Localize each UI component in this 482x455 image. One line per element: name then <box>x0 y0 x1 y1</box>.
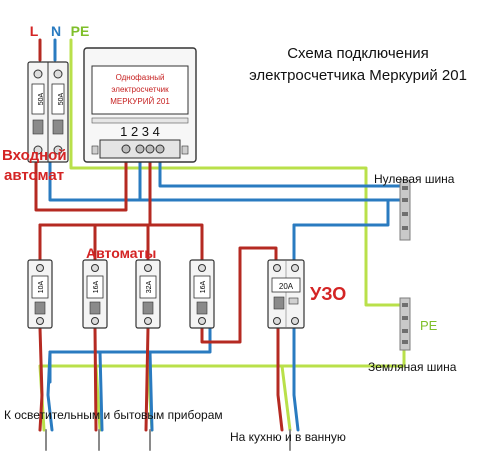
breaker-4-rating: 16A <box>200 280 207 293</box>
l-feeder-3 <box>144 326 150 432</box>
input-breaker-label-line1: Входной <box>2 147 67 164</box>
diagram-title-line1: Схема подключения <box>287 45 429 62</box>
ground-bus-tag: PE <box>420 318 438 333</box>
l-breaker-to-meter <box>34 153 128 212</box>
neutral-wires <box>46 38 406 432</box>
breaker-4: 16A <box>189 259 215 329</box>
n-feeder-3 <box>148 350 154 432</box>
meter-label-line2: электросчетчик <box>111 85 169 94</box>
n-rcd-out <box>292 326 300 432</box>
n-feeder-1 <box>46 350 54 432</box>
wires <box>34 38 406 451</box>
supply-label-l: L <box>30 23 39 39</box>
ground-bus-label: Земляная шина <box>368 360 457 374</box>
pe-collector-wire <box>38 343 406 368</box>
input-breaker: 50A 50A <box>27 61 69 163</box>
n-feeder-2 <box>98 350 104 432</box>
l-to-rcd <box>200 246 278 344</box>
pe-feeder-4 <box>280 364 292 432</box>
breaker-2: 16A <box>82 259 108 329</box>
breaker-1-rating: 10A <box>38 280 45 293</box>
breaker-2-rating: 16A <box>93 280 100 293</box>
n-rcd-bus <box>292 198 390 227</box>
rcd-device: 20A <box>267 259 305 329</box>
breaker-3-rating: 32A <box>146 280 153 293</box>
l-rcd-out <box>276 326 284 432</box>
supply-label-pe: PE <box>71 23 90 39</box>
branch-breakers: 10A 16A 32A 16A <box>27 259 215 329</box>
meter-terminal-numbers: 1 2 3 4 <box>120 124 160 139</box>
input-breaker-label-line2: автомат <box>4 167 64 184</box>
neutral-bus-label: Нулевая шина <box>374 172 455 186</box>
breakers-label: Автоматы <box>86 245 156 261</box>
labels: L N PE Схема подключения электросчетчика… <box>2 23 467 444</box>
breaker-1: 10A <box>27 259 53 329</box>
meter-label-line3: МЕРКУРИЙ 201 <box>110 97 170 106</box>
feeder-cables <box>45 429 291 451</box>
meter-label-line1: Однофазный <box>116 73 165 82</box>
caption-lighting: К осветительным и бытовым приборам <box>4 408 223 422</box>
pe-supply-wire <box>69 38 406 307</box>
phase-wires <box>34 38 284 432</box>
n-breaker-to-meter <box>48 153 142 202</box>
input-breaker-rating-right: 50A <box>58 92 65 105</box>
input-breaker-rating-left: 50A <box>38 92 45 105</box>
rcd-label: УЗО <box>310 284 346 304</box>
ground-bus <box>399 297 411 351</box>
breaker-3: 32A <box>135 259 161 329</box>
caption-kitchen: На кухню и в ванную <box>230 430 346 444</box>
n-meter-out-bus <box>158 153 406 188</box>
n-feeders-bus <box>48 326 212 384</box>
l-feeder-2 <box>93 326 98 432</box>
electricity-meter: Однофазный электросчетчик МЕРКУРИЙ 201 1… <box>83 47 197 163</box>
supply-label-n: N <box>51 23 61 39</box>
neutral-bus <box>399 179 411 241</box>
l-feeder-1 <box>38 326 44 432</box>
rcd-rating: 20A <box>279 282 294 291</box>
diagram-title-line2: электросчетчика Меркурий 201 <box>249 67 467 84</box>
